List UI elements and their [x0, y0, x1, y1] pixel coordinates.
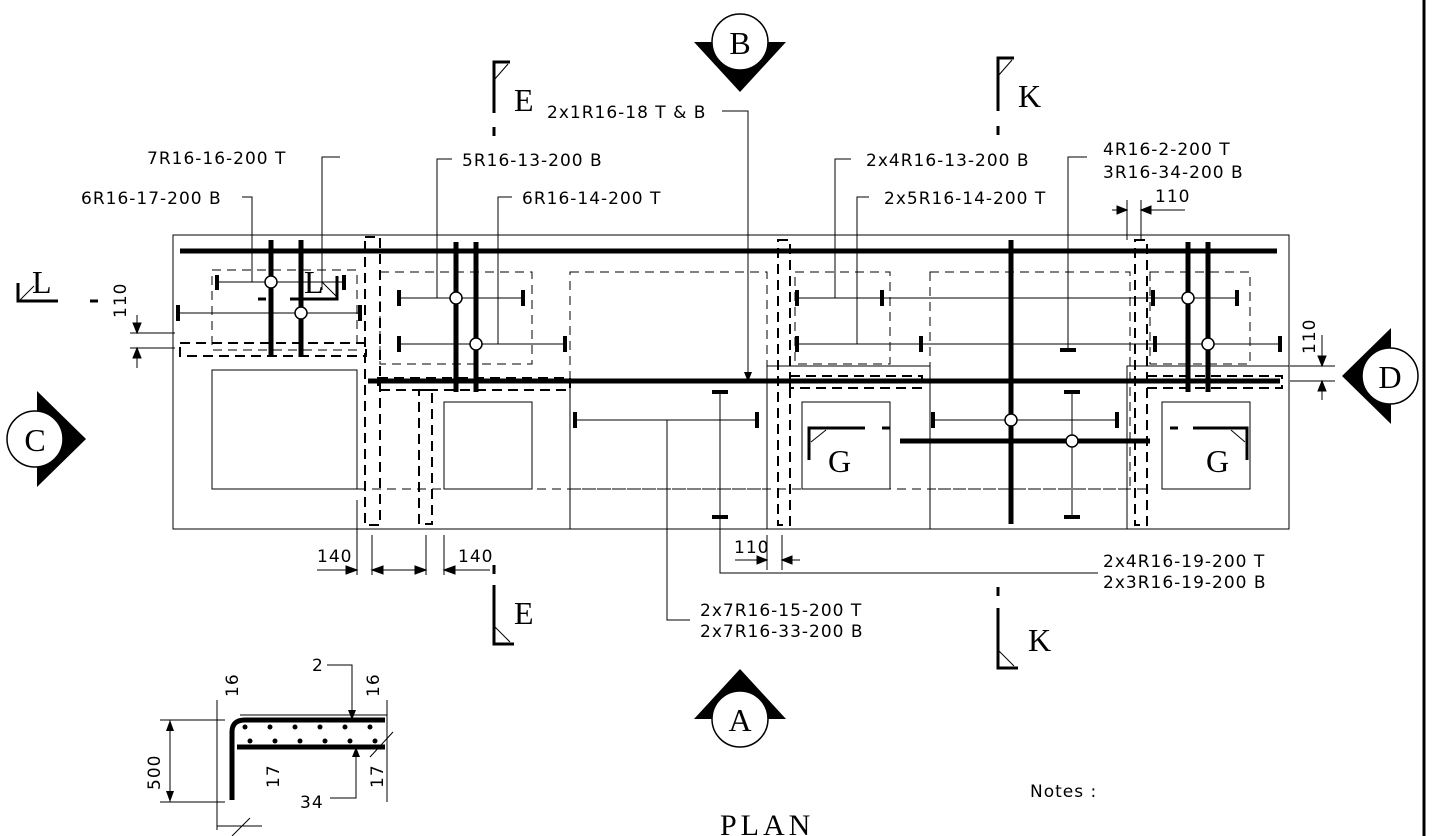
detail-dim-16a: 16	[223, 673, 243, 697]
bar-label-r16-16: 7R16-16-200 T	[147, 149, 286, 169]
detail-dim-17a: 17	[264, 764, 284, 788]
dashed-zone-4	[794, 271, 891, 365]
dashed-zone-6	[1149, 271, 1251, 365]
dim-140-left: 140	[317, 547, 352, 567]
notes-label: Notes :	[1030, 782, 1097, 802]
section-label-e-top: E	[514, 82, 534, 118]
section-label-g-left: G	[828, 443, 851, 479]
bar-label-r16-34: 3R16-34-200 B	[1103, 163, 1244, 183]
section-cut-e-top: E	[492, 60, 534, 136]
rebar-detail: 2 34 16 16 17 17 500	[145, 656, 394, 836]
dim-110-left: 110	[111, 283, 131, 318]
section-cut-k-bottom: K	[996, 587, 1051, 670]
detail-dim-500: 500	[145, 755, 165, 790]
elevation-label-b: B	[729, 25, 750, 61]
dim-110-right: 110	[1300, 319, 1320, 354]
elevation-marker-b: B	[694, 13, 786, 92]
opening-g2	[1161, 401, 1251, 490]
detail-dim-17b: 17	[368, 764, 388, 788]
opening-2	[443, 401, 533, 490]
opening-left	[211, 369, 358, 490]
bar-label-2x4r16-13: 2x4R16-13-200 B	[866, 151, 1030, 171]
bar-label-r16-19-b: 2x3R16-19-200 B	[1103, 573, 1267, 593]
elevation-marker-d: D	[1342, 328, 1419, 424]
bar-label-2x5r16-14: 2x5R16-14-200 T	[884, 189, 1046, 209]
detail-dim-16b: 16	[364, 673, 384, 697]
bar-label-r16-2: 4R16-2-200 T	[1103, 140, 1231, 160]
dashed-zone-1	[211, 269, 358, 351]
elevation-label-a: A	[728, 702, 751, 738]
bar-label-r16-18: 2x1R16-18 T & B	[547, 103, 706, 123]
bar-markers	[264, 275, 1215, 448]
leader-arrow	[744, 372, 752, 382]
bar-label-r16-13: 5R16-13-200 B	[462, 151, 603, 171]
section-label-k-top: K	[1018, 78, 1041, 114]
detail-dim-34: 34	[300, 793, 324, 813]
section-label-l-left: L	[32, 264, 52, 300]
dim-110-bottom: 110	[734, 538, 769, 558]
elevation-marker-c: C	[6, 391, 86, 487]
bar-label-r16-15: 2x7R16-15-200 T	[700, 601, 862, 621]
bar-label-r16-14: 6R16-14-200 T	[522, 189, 661, 209]
elevation-label-c: C	[24, 422, 45, 458]
elevation-label-d: D	[1378, 359, 1401, 395]
section-label-e-bottom: E	[514, 595, 534, 631]
detail-dim-2: 2	[312, 656, 324, 676]
bar-extent-arrows	[176, 254, 1282, 519]
dimension-lines	[130, 200, 1335, 575]
section-cut-e-bottom: E	[492, 565, 534, 646]
bar-label-r16-33: 2x7R16-33-200 B	[700, 622, 864, 642]
beam-left-v	[364, 236, 381, 526]
section-label-g-right: G	[1206, 443, 1229, 479]
bar-label-r16-19-t: 2x4R16-19-200 T	[1103, 552, 1265, 572]
section-cut-g: G G	[807, 426, 1249, 479]
section-label-k-bottom: K	[1028, 622, 1051, 658]
elevation-marker-a: A	[694, 669, 786, 748]
bar-label-r16-17: 6R16-17-200 B	[81, 189, 222, 209]
dim-110-top: 110	[1155, 187, 1190, 207]
leader-lines	[242, 110, 1098, 621]
drawing-title: PLAN	[720, 809, 814, 836]
section-label-l-right: L	[304, 264, 324, 300]
dim-140-right: 140	[458, 547, 493, 567]
section-cut-k-top: K	[996, 56, 1041, 135]
section-cut-l: L L	[16, 264, 339, 303]
beam-2-v	[418, 389, 433, 525]
